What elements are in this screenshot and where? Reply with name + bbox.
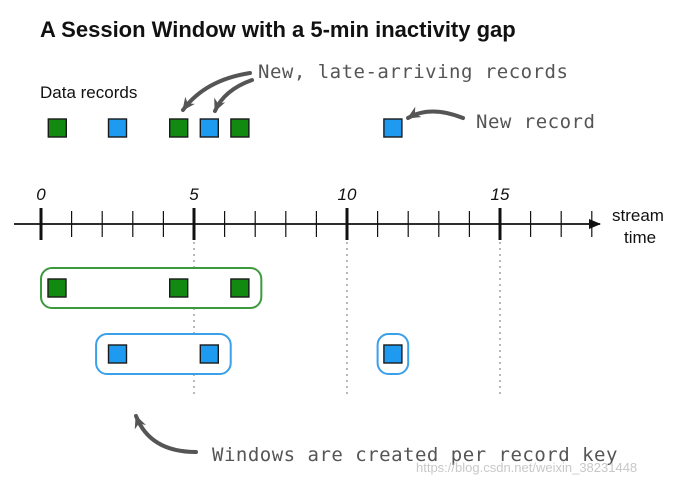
late-records-annotation: New, late-arriving records [258,61,568,83]
axis-tick-label: 5 [189,185,199,204]
axis-ticks [39,208,593,240]
green-record-square [230,118,250,138]
blue-window-record-square [107,344,128,364]
green-window-record-square [230,278,250,298]
axis-label-stream: stream [612,206,664,225]
windows-arrow-icon [134,414,198,454]
diagram-title: A Session Window with a 5-min inactivity… [40,17,516,42]
records-row [47,118,403,138]
guide-lines [193,242,501,398]
new-record-arrow-icon [406,106,465,120]
green-window-record-square [47,278,67,298]
green-session-window [40,267,263,309]
green-record-square [168,118,189,138]
new-record-annotation: New record [476,111,595,133]
blue-record-square [383,118,403,138]
session-windows [40,267,410,375]
watermark-text: https://blog.csdn.net/weixin_38231448 [416,460,637,475]
blue-session-window [95,333,232,375]
late-arrow-to-blue-icon [213,78,254,113]
blue-record-square [199,118,220,138]
windows-note-annotation: Windows are created per record key [212,444,618,466]
late-arrow-to-green-icon [181,71,252,112]
axis-label-time: time [624,228,656,247]
axis-tick-label: 15 [491,185,510,204]
blue-window-record-square [199,344,220,364]
axis-tick-labels: 0 5 10 15 [36,185,510,204]
axis-tick-label: 0 [36,185,46,204]
green-record-square [47,118,67,138]
axis-tick-label: 10 [338,185,357,204]
blue-record-square [107,118,128,138]
green-window-record-square [168,278,189,298]
time-axis: 0 5 10 15 stream time [14,185,664,247]
data-records-label: Data records [40,83,137,102]
blue-window-record-square [383,344,403,364]
